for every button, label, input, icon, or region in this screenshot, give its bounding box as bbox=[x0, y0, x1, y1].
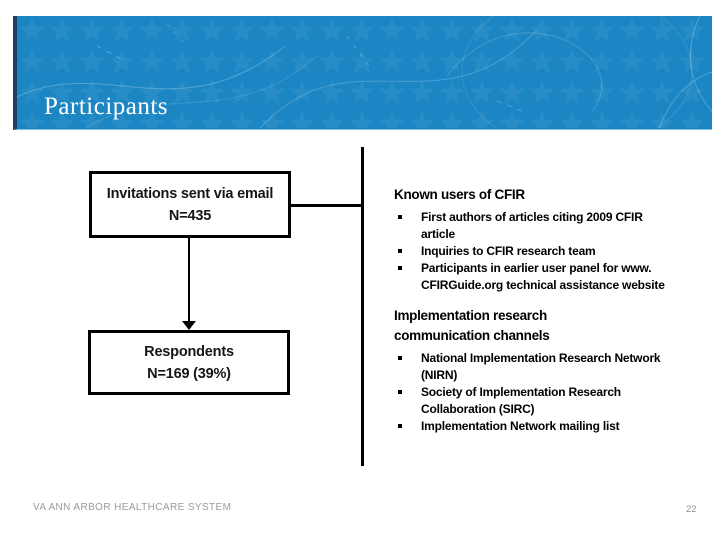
page-number: 22 bbox=[686, 504, 697, 515]
list-item-text: Inquiries to CFIR research team bbox=[421, 244, 596, 258]
list-item: Participants in earlier user panel for w… bbox=[394, 260, 702, 294]
divider-line bbox=[361, 147, 364, 466]
bullet-icon bbox=[394, 209, 421, 243]
bullet-icon bbox=[394, 418, 421, 435]
list-item: Inquiries to CFIR research team bbox=[394, 243, 702, 260]
list-item-text: First authors of articles citing 2009 CF… bbox=[421, 210, 643, 241]
flow-box-respondents-count: N=169 (39%) bbox=[147, 365, 231, 382]
page-title: Participants bbox=[44, 93, 169, 120]
connector-line bbox=[291, 204, 363, 207]
bullet-icon bbox=[394, 350, 421, 384]
down-arrow-icon bbox=[182, 321, 196, 330]
list-item-text: National Implementation Research Network… bbox=[421, 351, 661, 382]
list-item: Society of Implementation Research Colla… bbox=[394, 384, 702, 418]
bullet-icon bbox=[394, 260, 421, 294]
down-arrow-line bbox=[188, 238, 190, 322]
flow-box-respondents-label: Respondents bbox=[144, 343, 234, 360]
flow-box-invitations-count: N=435 bbox=[168, 207, 212, 224]
flow-box-invitations: Invitations sent via email N=435 bbox=[89, 171, 291, 238]
title-banner: Participants bbox=[13, 16, 712, 130]
list-item: National Implementation Research Network… bbox=[394, 350, 702, 384]
list-item-text: Implementation Network mailing list bbox=[421, 419, 620, 433]
bullet-icon bbox=[394, 243, 421, 260]
flow-box-respondents: Respondents N=169 (39%) bbox=[88, 330, 290, 395]
list-item: First authors of articles citing 2009 CF… bbox=[394, 209, 702, 243]
list-item-text: Society of Implementation Research Colla… bbox=[421, 385, 621, 416]
flow-box-invitations-label: Invitations sent via email bbox=[106, 185, 274, 202]
list-item: Implementation Network mailing list bbox=[394, 418, 702, 435]
footer-organization: VA ANN ARBOR HEALTHCARE SYSTEM bbox=[33, 502, 232, 513]
list-item-text: Participants in earlier user panel for w… bbox=[421, 261, 665, 292]
section-heading: Known users of CFIR bbox=[394, 187, 525, 202]
section-known-users: Known users of CFIR First authors of art… bbox=[394, 185, 702, 294]
banner-star-pattern bbox=[17, 16, 712, 128]
section-heading: Implementation research communication ch… bbox=[394, 308, 550, 343]
bullet-icon bbox=[394, 384, 421, 418]
section-communication-channels: Implementation research communication ch… bbox=[394, 306, 702, 435]
